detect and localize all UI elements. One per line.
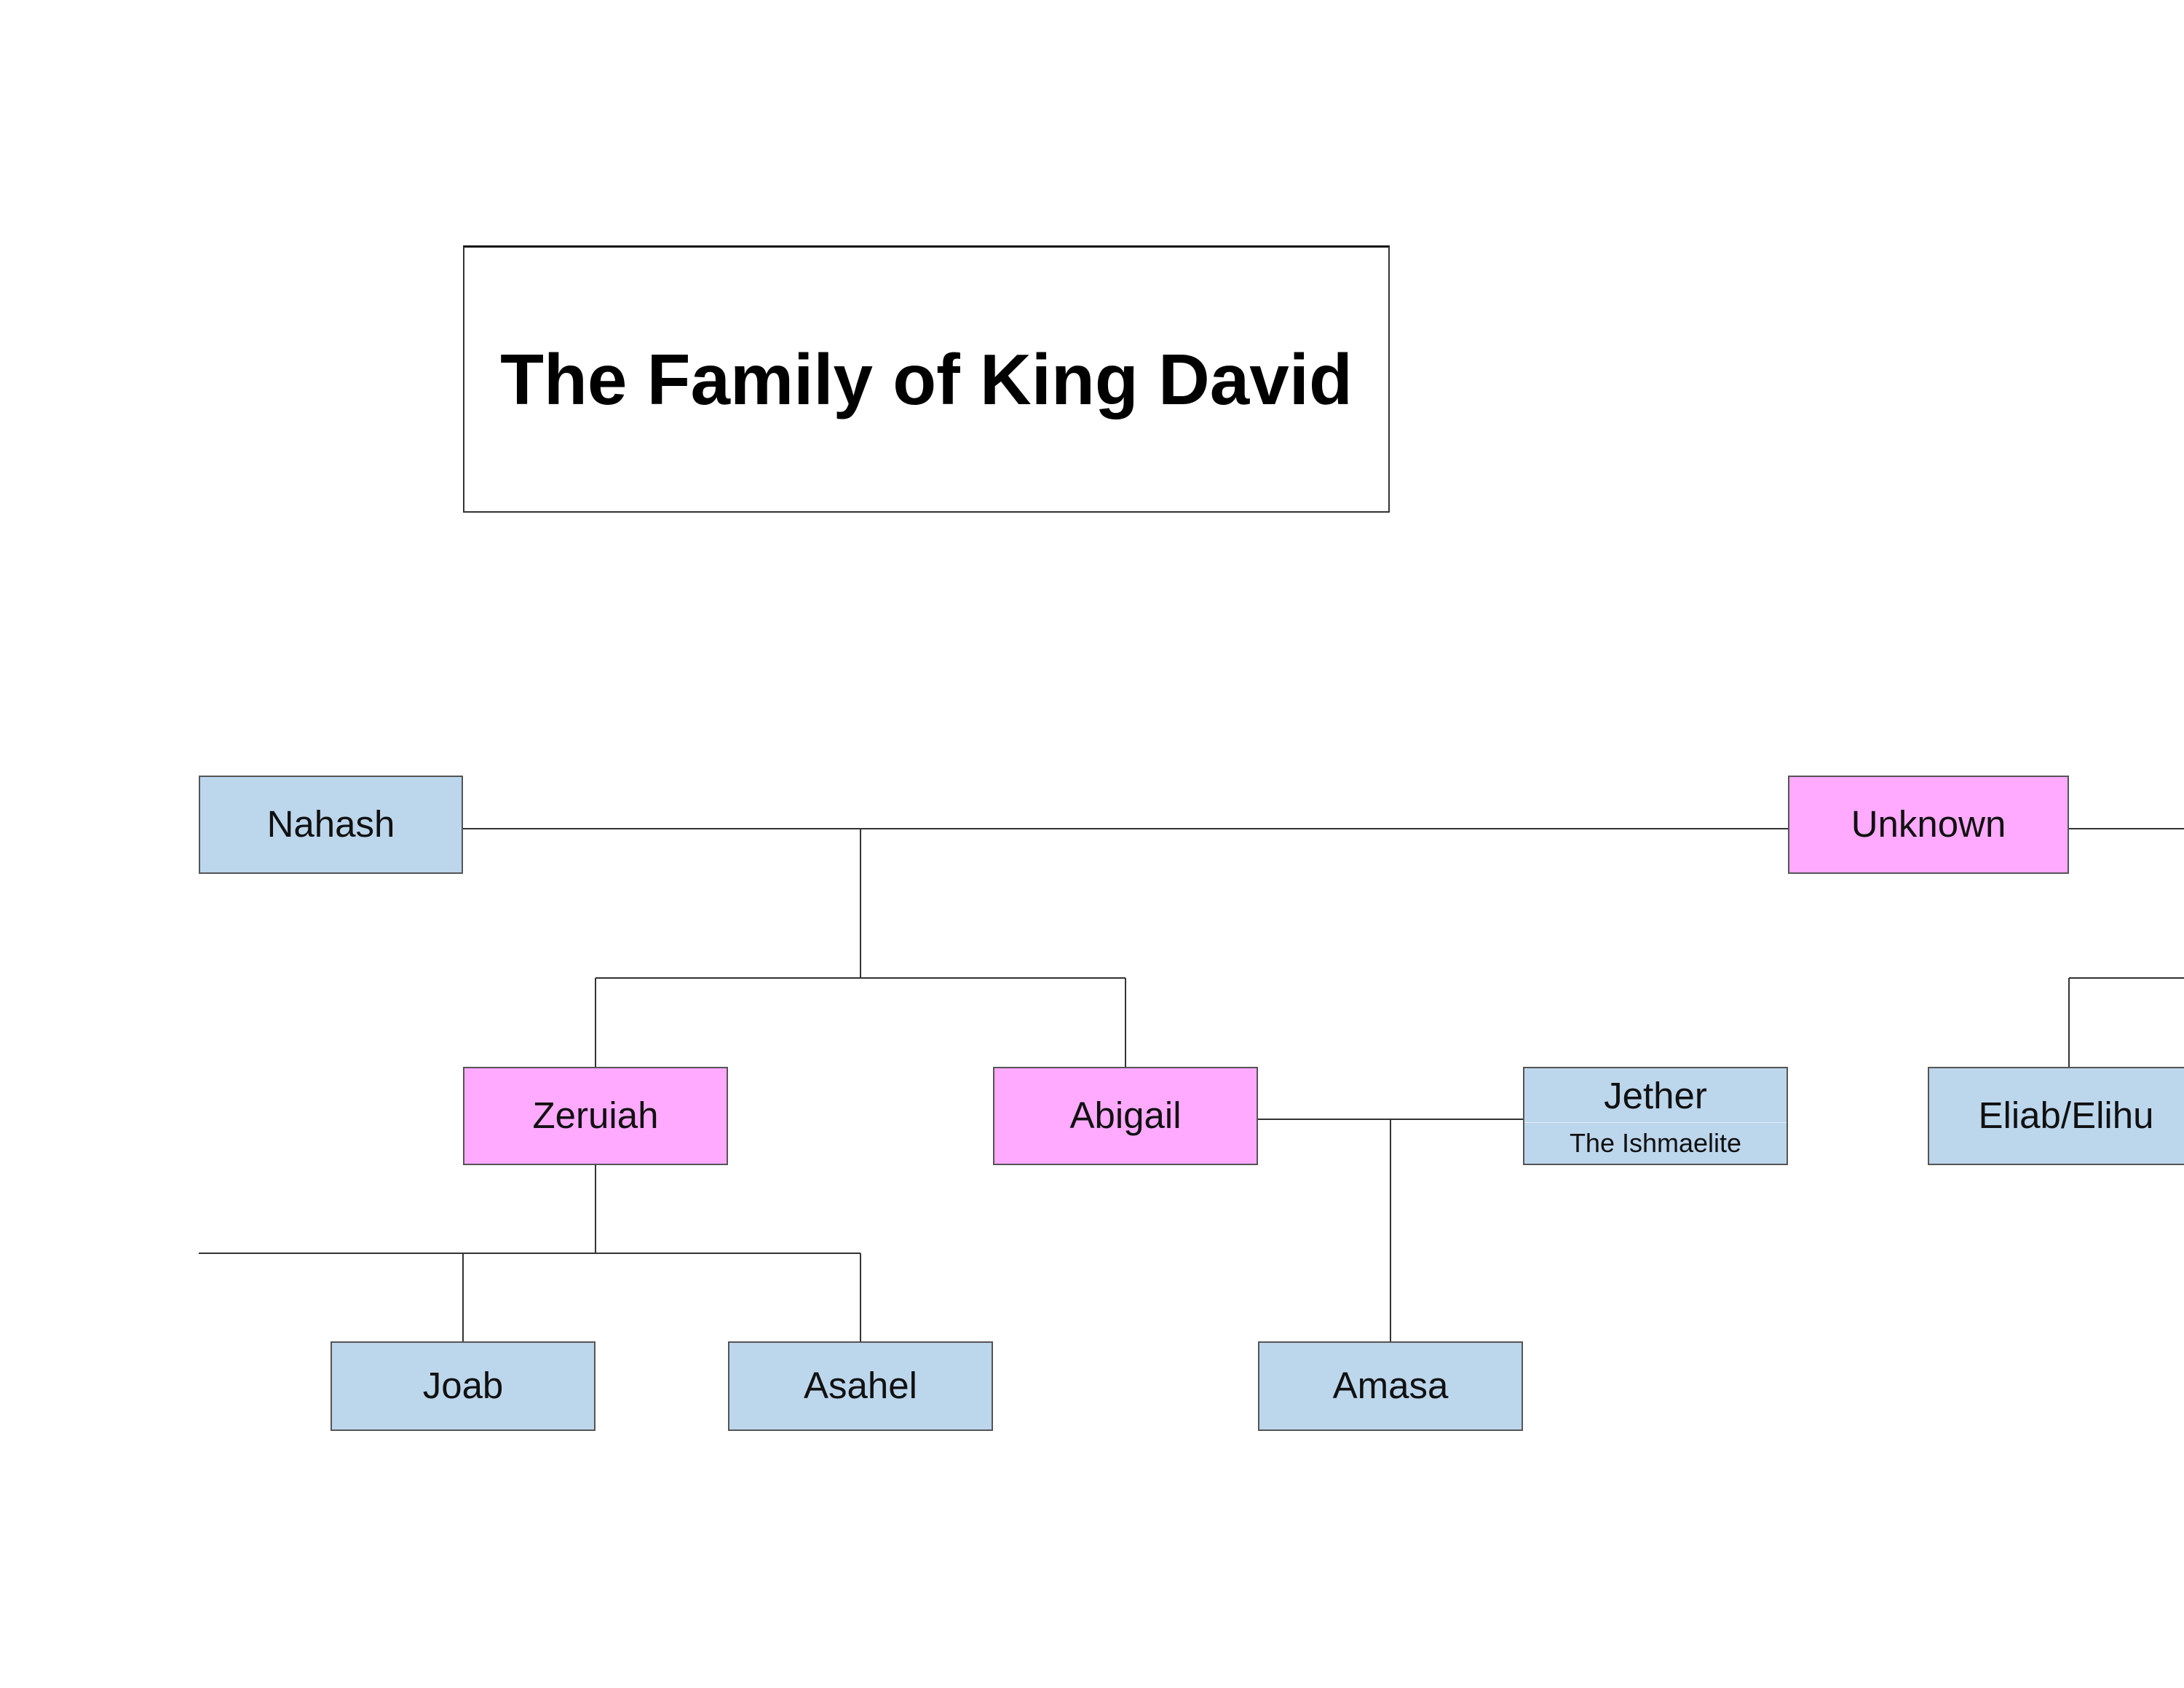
name-divider — [1524, 1122, 1787, 1124]
person-abigail: Abigail — [993, 1067, 1258, 1165]
person-jether: Jether The Ishmaelite — [1523, 1067, 1788, 1165]
person-zeruiah: Zeruiah — [463, 1067, 728, 1165]
person-name: Nahash — [266, 803, 395, 845]
title-box: The Family of King David — [463, 245, 1390, 513]
person-name: Amasa — [1332, 1365, 1449, 1407]
person-name: Joab — [422, 1365, 504, 1407]
person-eliab: Eliab/Elihu — [1928, 1067, 2184, 1165]
person-name: Abigail — [1069, 1095, 1182, 1137]
person-unknown: Unknown — [1788, 776, 2069, 874]
person-name: Asahel — [804, 1365, 917, 1407]
person-name: Unknown — [1851, 803, 2006, 845]
person-name: Jether — [1604, 1075, 1707, 1116]
person-joab: Joab — [331, 1341, 596, 1431]
person-name: Zeruiah — [532, 1095, 659, 1137]
person-asahel: Asahel — [728, 1341, 993, 1431]
person-subtitle: The Ishmaelite — [1569, 1128, 1742, 1159]
person-nahash: Nahash — [199, 776, 463, 874]
person-amasa: Amasa — [1258, 1341, 1523, 1431]
diagram-title: The Family of King David — [500, 339, 1353, 419]
person-name: Eliab/Elihu — [1978, 1095, 2154, 1137]
